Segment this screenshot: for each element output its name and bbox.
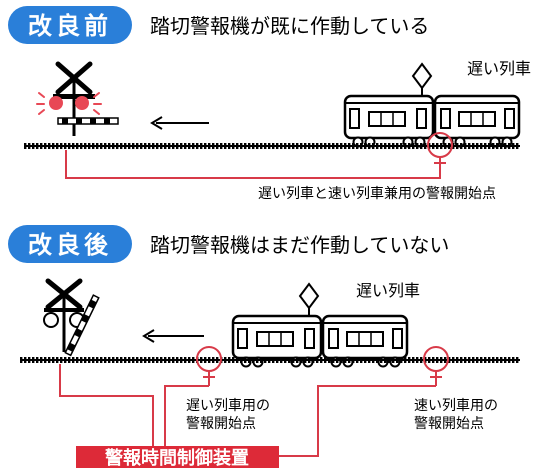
after-slow-point-label-line1: 遅い列車用の — [186, 397, 270, 414]
after-slow-point-label-line2: 警報開始点 — [186, 416, 256, 432]
left-arrow-icon — [142, 329, 204, 343]
before-heading: 踏切警報機が既に作動している — [150, 14, 429, 38]
before-train-label: 遅い列車 — [467, 59, 531, 78]
after-fast-point-label-line1: 速い列車用の — [414, 397, 498, 414]
pantograph-icon — [411, 62, 433, 96]
after-signal-wire — [59, 364, 154, 450]
signal-lamp-left — [49, 96, 63, 110]
railroad-crossing-signal-icon — [43, 278, 100, 357]
after-badge — [8, 225, 132, 263]
before-signal-wire — [65, 150, 441, 179]
left-arrow-icon — [150, 116, 209, 130]
train-icon — [343, 94, 521, 148]
before-badge — [8, 6, 132, 44]
after-panel: 改良後 踏切警報機はまだ作動していない — [8, 225, 520, 468]
after-badge-text: 改良後 — [28, 231, 112, 259]
before-badge-text: 改良前 — [28, 12, 112, 40]
alarm-time-control-device-label: 警報時間制御装置 — [105, 447, 249, 468]
after-fast-wire — [279, 385, 436, 457]
after-train-label: 遅い列車 — [356, 281, 420, 300]
pantograph-icon — [298, 282, 320, 316]
railroad-crossing-signal-icon — [36, 61, 119, 136]
alarm-time-control-device — [76, 446, 279, 468]
signal-lamp-left — [43, 312, 59, 328]
after-heading: 踏切警報機はまだ作動していない — [150, 233, 449, 257]
before-shared-point-label: 遅い列車と速い列車兼用の警報開始点 — [258, 185, 496, 202]
before-panel: 改良前 踏切警報機が既に作動している — [8, 6, 531, 202]
signal-lamp-right — [75, 96, 89, 110]
after-fast-point-label-line2: 警報開始点 — [414, 416, 484, 432]
after-slow-wire — [164, 385, 209, 450]
